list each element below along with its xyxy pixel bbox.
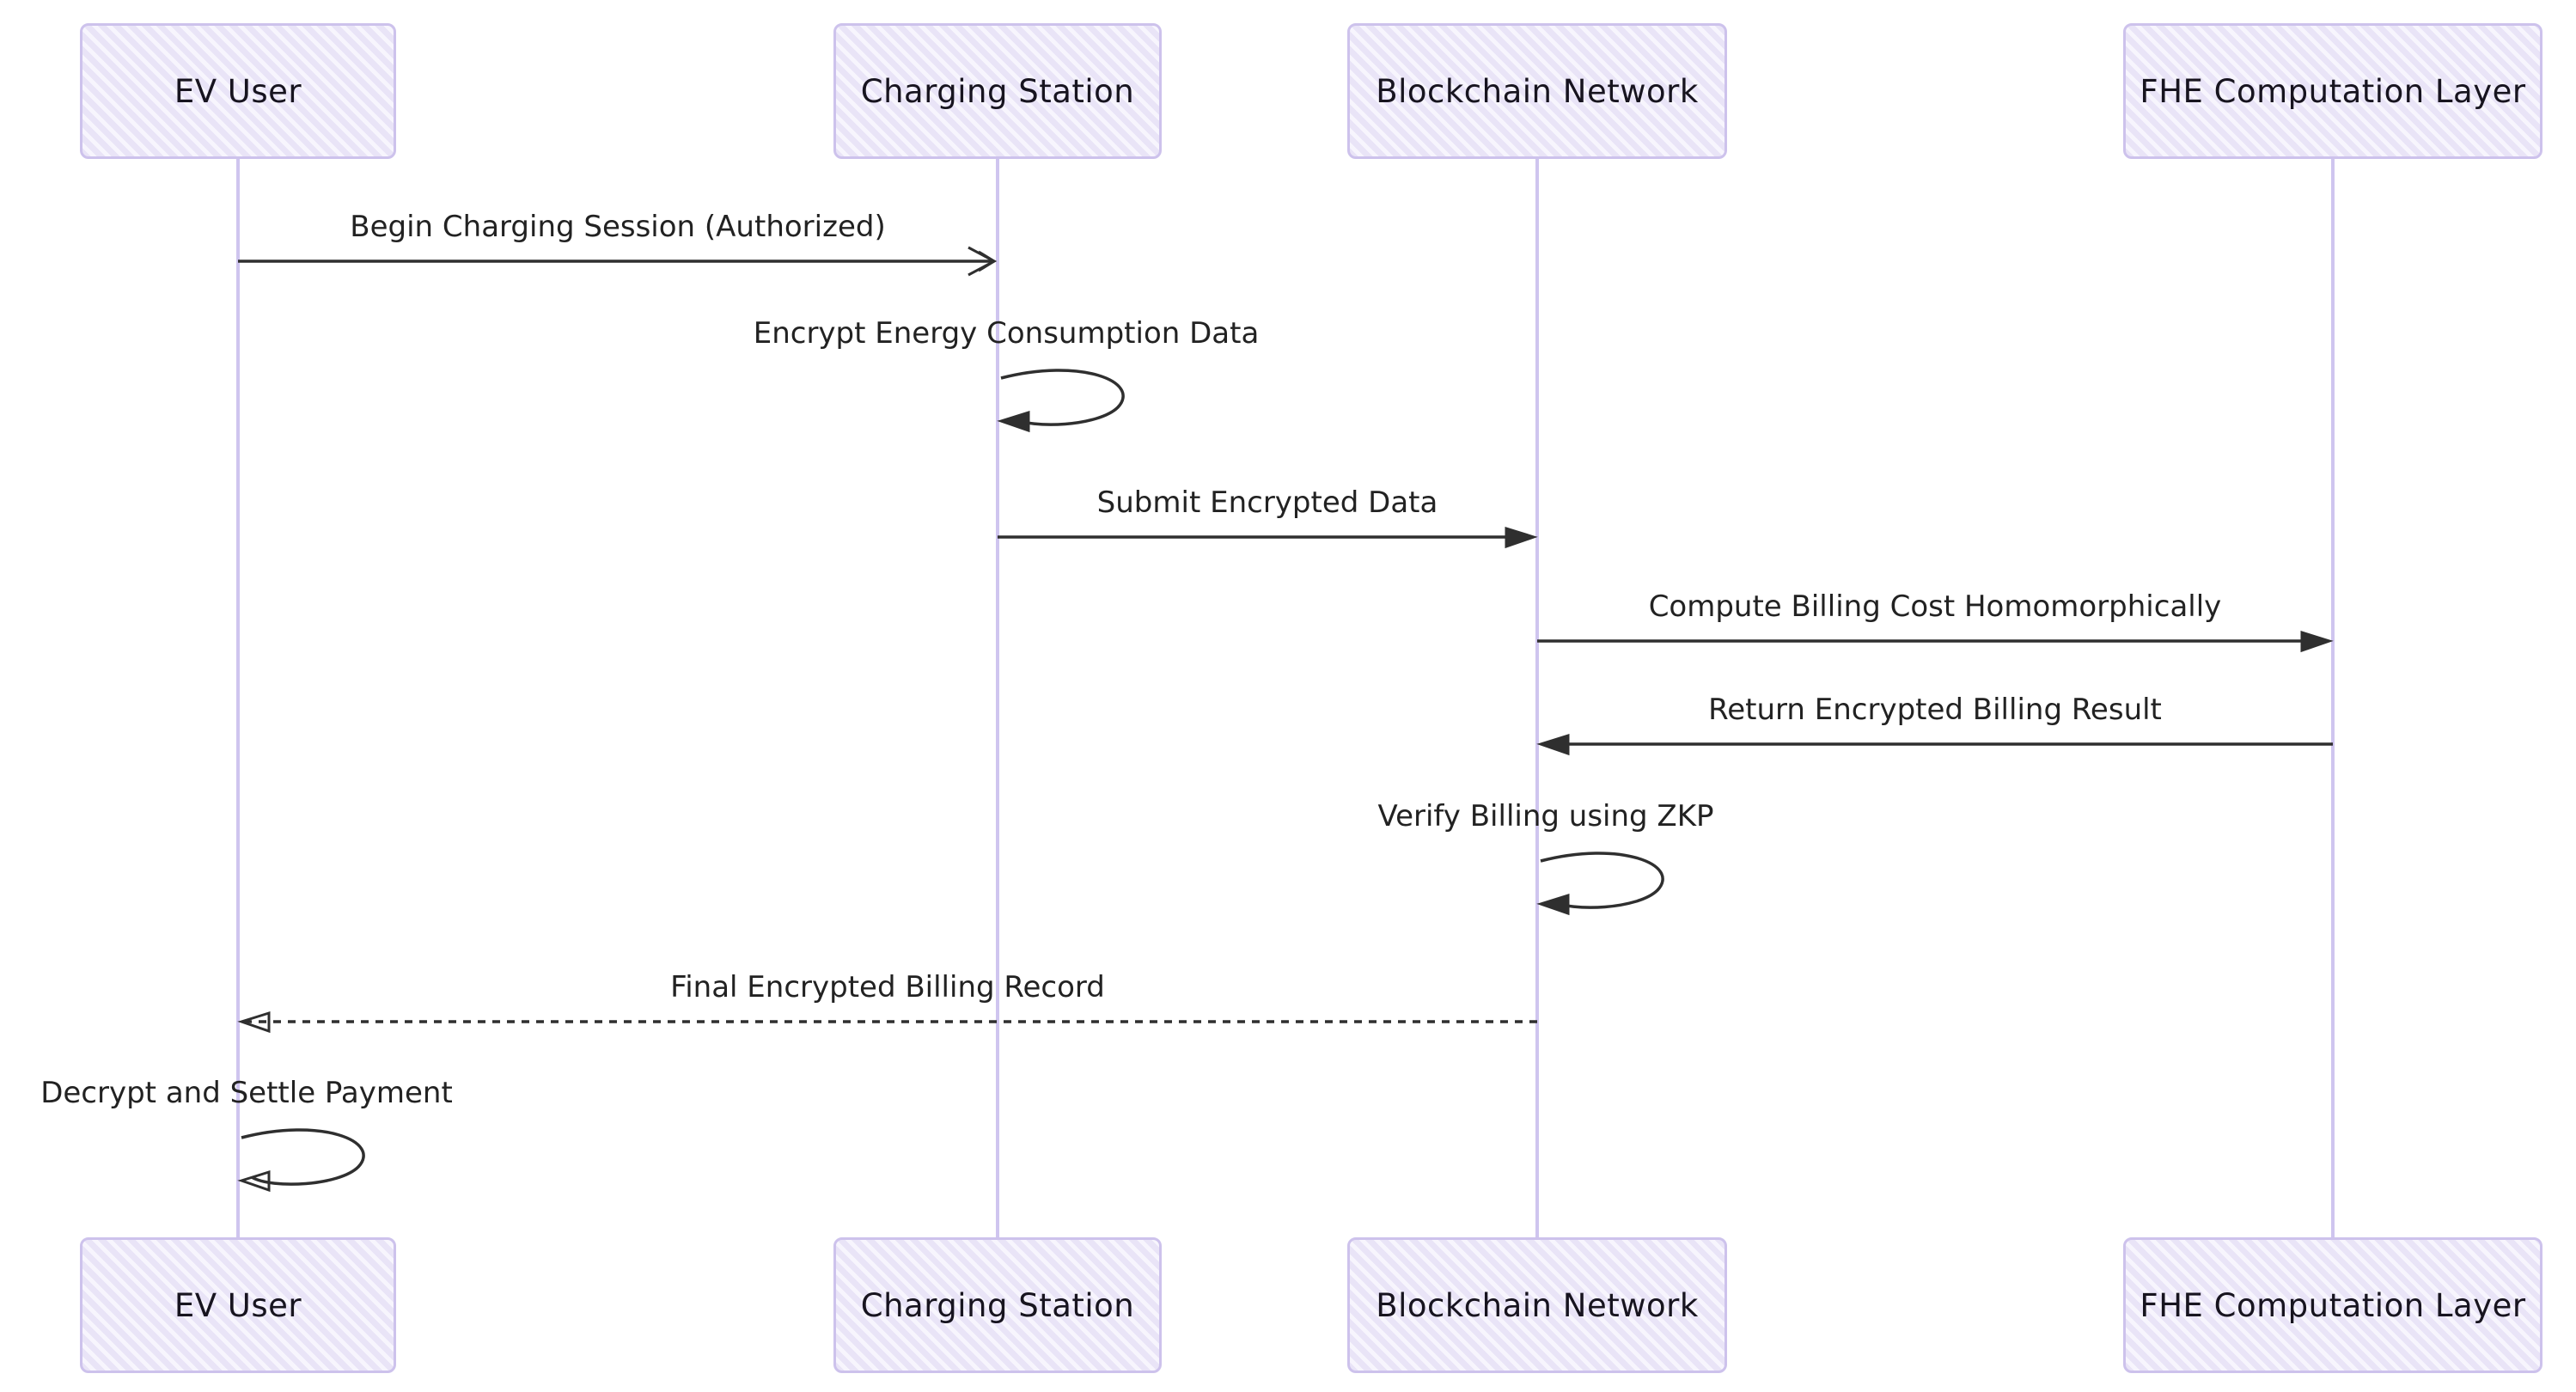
message-label: Decrypt and Settle Payment bbox=[40, 1076, 453, 1110]
arrowhead-filled-icon bbox=[1505, 526, 1538, 549]
self-loop-curve bbox=[1540, 852, 1664, 909]
actor-bottom-box-fhe-computation-layer: FHE Computation Layer bbox=[2123, 1237, 2542, 1373]
actor-label: FHE Computation Layer bbox=[2140, 1286, 2526, 1324]
arrowhead-outline-icon bbox=[237, 1169, 271, 1193]
message-arrow-solid bbox=[998, 526, 1538, 549]
arrowhead-outline-icon bbox=[237, 1010, 271, 1034]
message-label: Compute Billing Cost Homomorphically bbox=[1648, 589, 2222, 624]
self-loop-curve bbox=[1000, 369, 1125, 426]
message-label: Encrypt Energy Consumption Data bbox=[753, 316, 1260, 351]
lifeline-blockchain-network bbox=[1535, 159, 1539, 1237]
actor-bottom-box-blockchain-network: Blockchain Network bbox=[1347, 1237, 1727, 1373]
lifeline-ev-user bbox=[236, 159, 240, 1237]
arrowhead-open-icon bbox=[978, 250, 997, 272]
actor-label: Blockchain Network bbox=[1376, 1286, 1699, 1324]
self-loop-curve bbox=[241, 1128, 365, 1186]
message-label: Verify Billing using ZKP bbox=[1377, 799, 1714, 833]
message-arrow-solid bbox=[1536, 733, 2333, 756]
message-self-loop-arrow bbox=[997, 369, 1125, 433]
actor-top-box-charging-station: Charging Station bbox=[833, 23, 1162, 159]
arrowhead-filled-icon bbox=[2300, 630, 2334, 653]
actor-label: Blockchain Network bbox=[1376, 72, 1699, 110]
arrowhead-filled-icon bbox=[1536, 733, 1570, 756]
actor-bottom-box-charging-station: Charging Station bbox=[833, 1237, 1162, 1373]
actor-bottom-box-ev-user: EV User bbox=[80, 1237, 396, 1373]
lifeline-charging-station bbox=[996, 159, 999, 1237]
actor-label: Charging Station bbox=[860, 1286, 1135, 1324]
lifeline-fhe-computation-layer bbox=[2331, 159, 2335, 1237]
message-self-loop-arrow bbox=[237, 1128, 365, 1193]
message-self-loop-arrow bbox=[1536, 852, 1664, 916]
message-label: Submit Encrypted Data bbox=[1096, 485, 1438, 520]
actor-label: FHE Computation Layer bbox=[2140, 72, 2526, 110]
message-label: Begin Charging Session (Authorized) bbox=[350, 210, 886, 244]
actor-label: Charging Station bbox=[860, 72, 1135, 110]
message-label: Return Encrypted Billing Result bbox=[1708, 693, 2162, 727]
arrowhead-filled-icon bbox=[1536, 893, 1570, 916]
actor-label: EV User bbox=[174, 1286, 302, 1324]
actor-top-box-ev-user: EV User bbox=[80, 23, 396, 159]
arrowhead-filled-icon bbox=[997, 410, 1030, 433]
message-label: Final Encrypted Billing Record bbox=[670, 970, 1105, 1004]
actor-top-box-blockchain-network: Blockchain Network bbox=[1347, 23, 1727, 159]
message-arrow-solid bbox=[1537, 630, 2334, 653]
message-arrow-solid bbox=[238, 246, 998, 277]
actor-label: EV User bbox=[174, 72, 302, 110]
actor-top-box-fhe-computation-layer: FHE Computation Layer bbox=[2123, 23, 2542, 159]
message-arrow-dashed bbox=[237, 1010, 1537, 1034]
